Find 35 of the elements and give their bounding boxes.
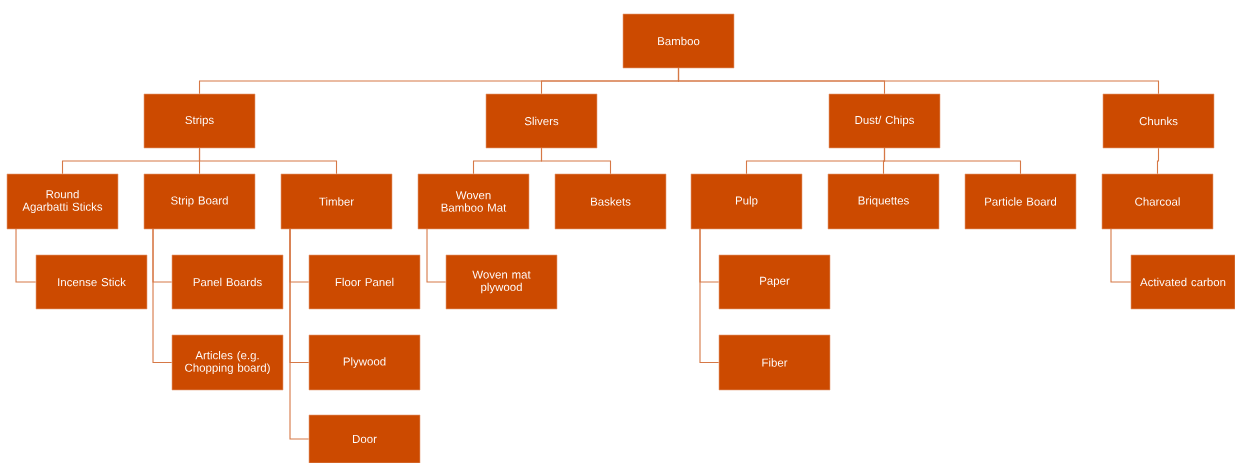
connector-line — [540, 147, 612, 175]
process-box: Baskets — [554, 173, 667, 230]
process-box: Slivers — [485, 93, 598, 149]
process-box: Chunks — [1102, 93, 1215, 149]
process-box: Panel Boards — [171, 254, 284, 310]
process-box: Round Agarbatti Sticks — [6, 173, 119, 230]
process-box: Door — [308, 414, 421, 463]
process-box: Paper — [718, 254, 831, 310]
process-box: Briquettes — [827, 173, 940, 230]
process-box: Articles (e.g. Chopping board) — [171, 334, 284, 391]
connector-line — [152, 228, 173, 364]
connector-line — [426, 228, 447, 283]
process-box: Incense Stick — [35, 254, 148, 310]
connector-line — [289, 228, 310, 440]
connector-line — [883, 147, 1022, 175]
process-box: Floor Panel — [308, 254, 421, 310]
connector-line — [699, 228, 720, 364]
process-box: Fiber — [718, 334, 831, 391]
process-box: Bamboo — [622, 13, 735, 69]
process-box: Strips — [143, 93, 256, 149]
process-box: Dust/ Chips — [828, 93, 941, 149]
connector-line — [15, 228, 37, 283]
connector-line — [677, 67, 1160, 95]
process-box: Timber — [280, 173, 393, 230]
process-box: Activated carbon — [1130, 254, 1235, 310]
process-box: Charcoal — [1101, 173, 1214, 230]
connector-line — [1110, 228, 1132, 283]
connector-line — [198, 147, 338, 175]
process-box: Particle Board — [964, 173, 1077, 230]
process-box: Strip Board — [143, 173, 256, 230]
process-box: Woven Bamboo Mat — [417, 173, 530, 230]
process-box: Woven mat plywood — [445, 254, 558, 310]
process-box: Plywood — [308, 334, 421, 391]
connector-line — [1156, 147, 1160, 175]
process-box: Pulp — [690, 173, 803, 230]
